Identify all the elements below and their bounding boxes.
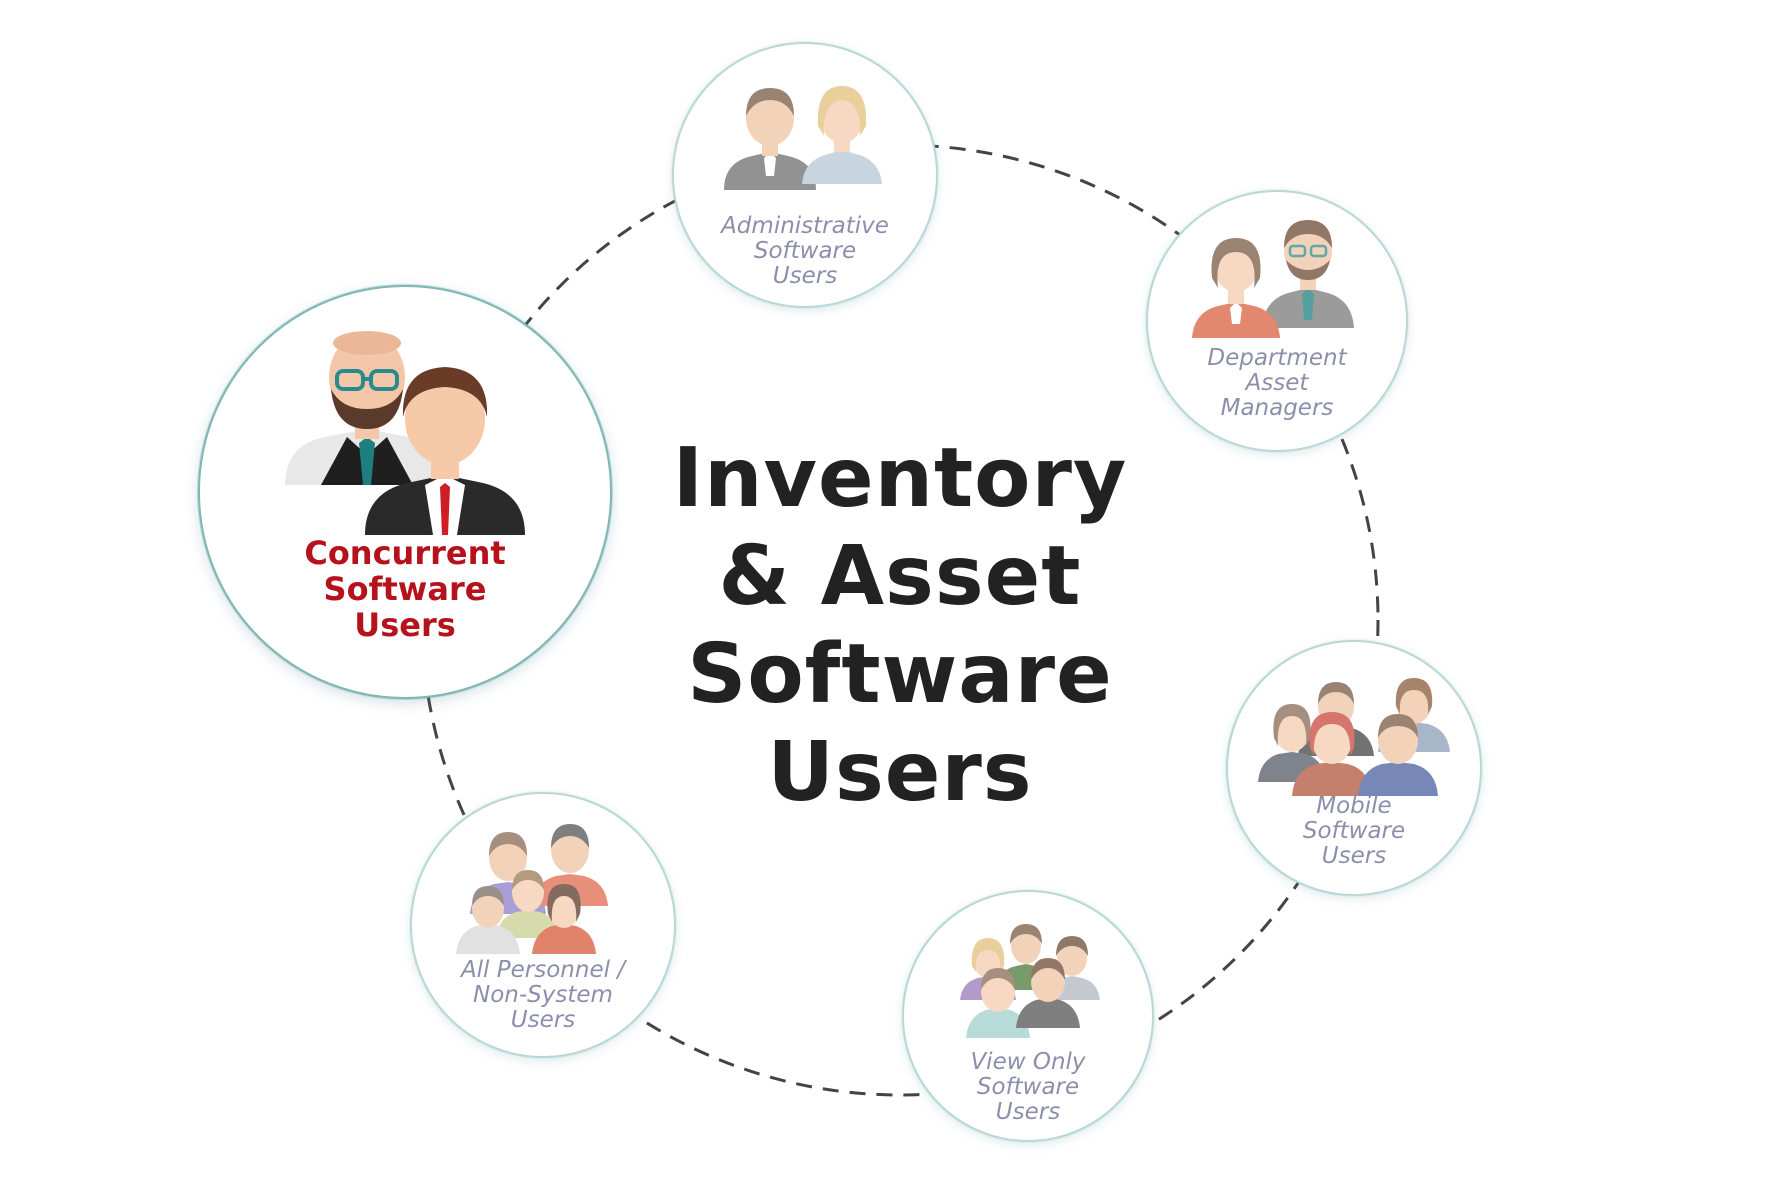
view-only-users-label: View Only Software Users: [970, 1049, 1086, 1125]
concurrent-users-icon: [285, 331, 525, 535]
all-personnel-icon: [456, 824, 608, 954]
mobile-users-icon: [1258, 678, 1450, 796]
department-managers-label: Department Asset Managers: [1207, 345, 1347, 421]
mobile-users-label: Mobile Software Users: [1302, 793, 1406, 869]
node-administrative-users: Administrative Software Users: [672, 42, 938, 308]
concurrent-users-label: Concurrent Software Users: [304, 534, 506, 644]
department-managers-icon: [1192, 220, 1354, 338]
node-concurrent-users: Concurrent Software Users: [198, 285, 612, 699]
administrative-users-icon: [724, 86, 882, 190]
diagram-title: Inventory & Asset Software Users: [672, 431, 1128, 820]
node-department-asset-managers: Department Asset Managers: [1146, 190, 1408, 452]
all-personnel-label: All Personnel / Non-System Users: [460, 957, 626, 1033]
node-all-personnel: All Personnel / Non-System Users: [410, 792, 676, 1058]
administrative-users-label: Administrative Software Users: [721, 213, 889, 289]
node-mobile-users: Mobile Software Users: [1226, 640, 1482, 896]
node-view-only-users: View Only Software Users: [902, 890, 1154, 1142]
view-only-users-icon: [960, 924, 1100, 1038]
